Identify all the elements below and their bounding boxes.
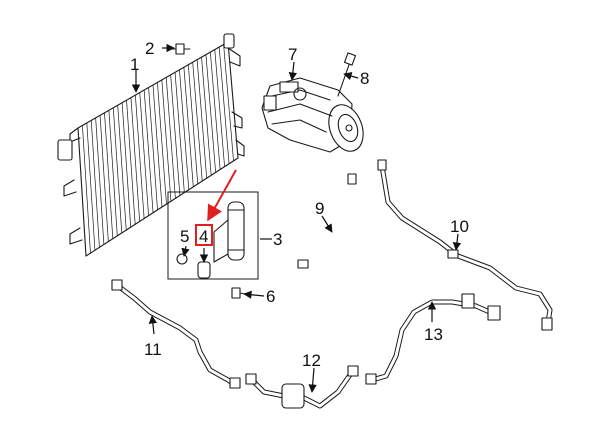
- condenser-fin: [161, 79, 172, 202]
- condenser-fin: [174, 72, 185, 193]
- callout-13: 13: [424, 325, 443, 344]
- line-10: [377, 159, 553, 331]
- condenser-fin: [108, 110, 118, 236]
- receiver-drier-group: [167, 191, 259, 280]
- condenser-fin: [223, 44, 234, 161]
- condenser-fin: [205, 54, 216, 173]
- condenser-fin: [187, 64, 199, 184]
- condenser-fin: [99, 115, 109, 242]
- condenser-fin: [135, 95, 145, 219]
- condenser-fin: [148, 87, 158, 210]
- condenser-fin: [192, 62, 203, 182]
- callout-8: 8: [360, 69, 369, 88]
- callout-1: 1: [130, 55, 139, 74]
- callout-3: 3: [273, 230, 282, 249]
- condenser-fin: [152, 84, 163, 208]
- line-11: [111, 279, 241, 389]
- bolt-2: [171, 43, 191, 55]
- condenser-fin: [179, 69, 190, 190]
- callout-6: 6: [266, 287, 275, 306]
- condenser-fin: [82, 125, 91, 254]
- condenser-fin: [196, 59, 208, 179]
- line-12: [245, 365, 359, 409]
- condenser-fin: [165, 77, 176, 199]
- condenser-fin: [104, 112, 114, 239]
- condenser-fin: [170, 74, 181, 196]
- condenser-fin: [86, 122, 96, 251]
- callout-5: 5: [180, 227, 189, 246]
- condenser-fin: [143, 90, 154, 213]
- condenser: [57, 33, 245, 257]
- condenser-fin: [130, 97, 140, 222]
- condenser-fin: [157, 82, 167, 205]
- callout-7: 7: [288, 45, 297, 64]
- callout-4-highlight-box: [195, 224, 213, 246]
- compressor: [261, 77, 364, 153]
- condenser-fin: [90, 120, 100, 248]
- callout-9: 9: [315, 199, 324, 218]
- condenser-fins: [82, 44, 234, 254]
- hose-9: [297, 173, 357, 269]
- condenser-fin: [95, 117, 105, 245]
- condenser-fin: [117, 105, 127, 231]
- callout-2: 2: [145, 39, 154, 58]
- callout-10: 10: [450, 217, 469, 236]
- condenser-fin: [201, 57, 212, 176]
- callout-12: 12: [302, 351, 321, 370]
- condenser-fin: [126, 100, 136, 225]
- condenser-fin: [121, 102, 132, 228]
- callout-11: 11: [144, 340, 162, 359]
- callout-4: 4: [199, 227, 208, 246]
- bolt-6: [231, 287, 251, 299]
- condenser-fin: [112, 107, 123, 233]
- line-13: [365, 293, 501, 385]
- condenser-fin: [218, 47, 230, 164]
- condenser-fin: [139, 92, 149, 216]
- callout-labels: 1 2 3 4 5 6 7 8 9 10 11 12 13: [130, 39, 469, 370]
- condenser-fin: [214, 49, 225, 167]
- condenser-fin: [183, 67, 194, 187]
- condenser-fin: [210, 52, 221, 170]
- leader-lines: [131, 43, 462, 393]
